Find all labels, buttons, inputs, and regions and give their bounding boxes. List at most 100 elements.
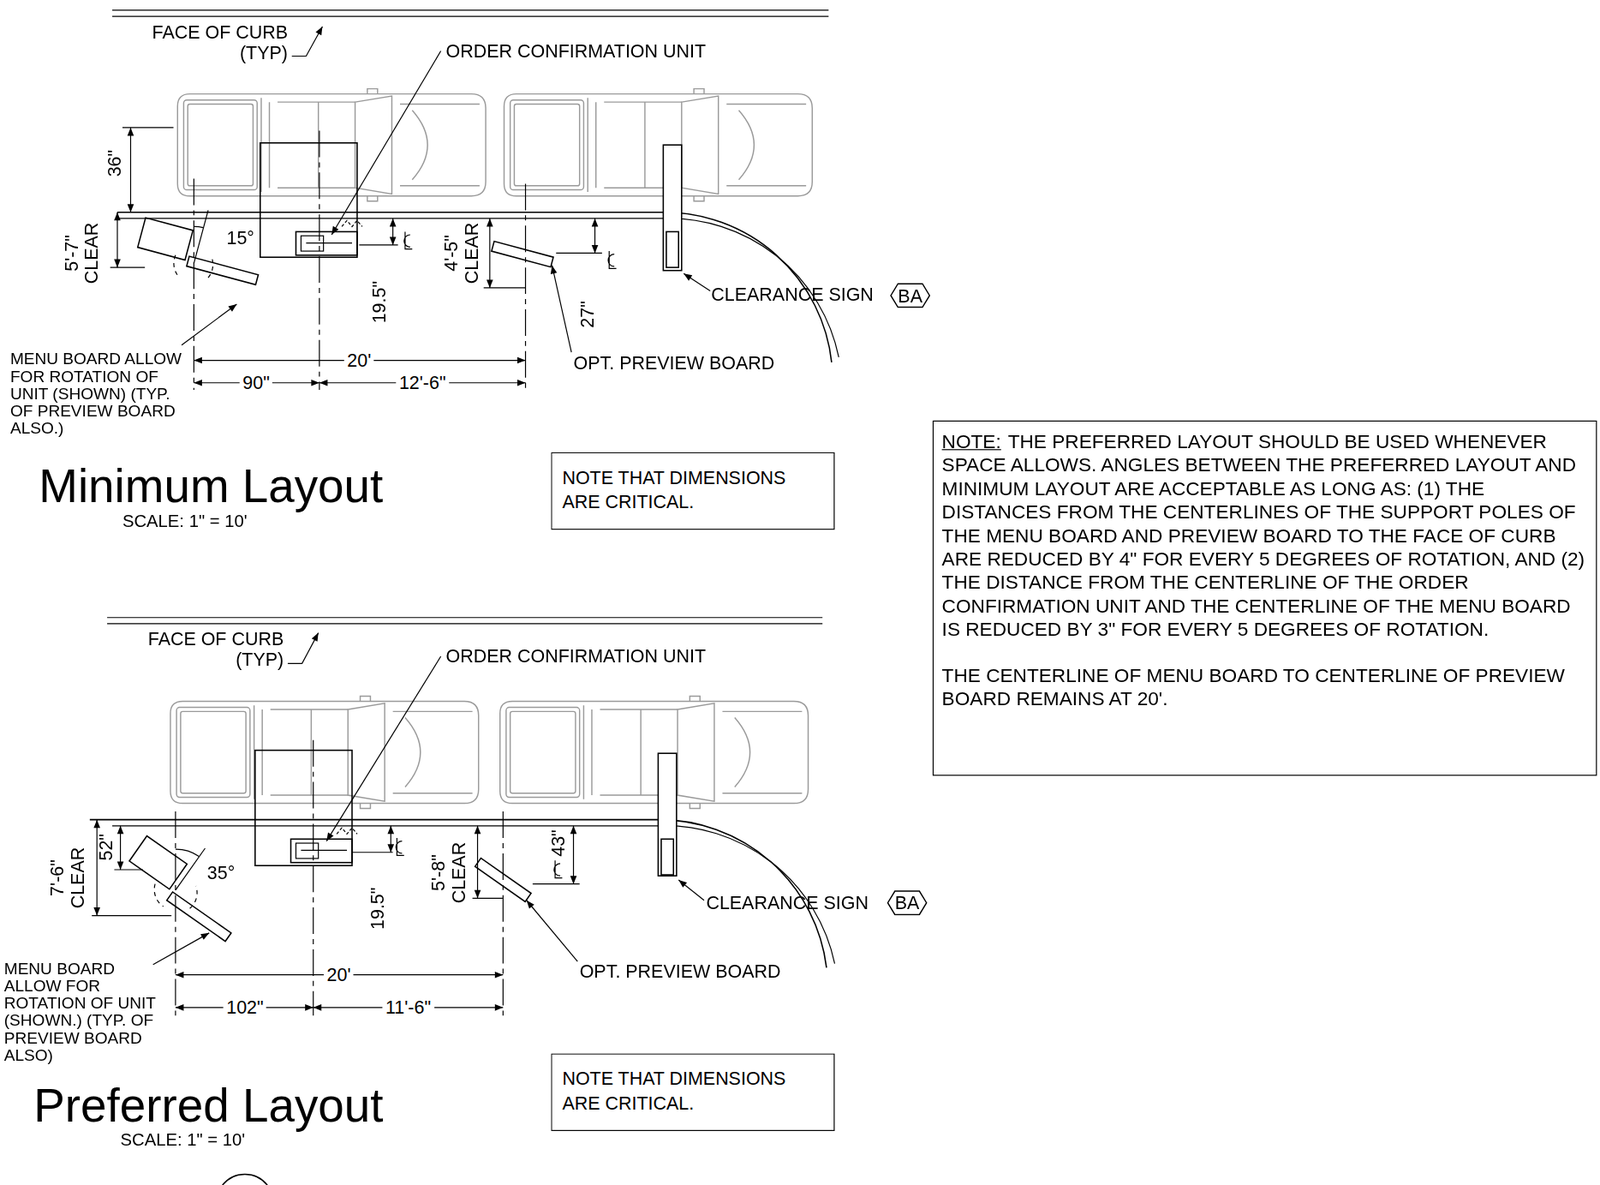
drawing-line [116, 212, 118, 268]
drawing-line [555, 252, 603, 254]
note-box: NOTE THAT DIMENSIONS ARE CRITICAL. [550, 1052, 835, 1131]
drawing-line [477, 825, 478, 899]
drawing-line [129, 835, 187, 890]
drawing-line [526, 900, 579, 962]
drawing-line [260, 143, 358, 257]
drawing-line [326, 656, 441, 842]
preferred-layout-plan [89, 617, 836, 1016]
minimum-layout-plan [110, 10, 840, 390]
drawing-line [352, 851, 394, 853]
drawing-line [504, 89, 813, 202]
drawing-line [318, 130, 320, 390]
part-callout: OPT. PREVIEW BOARD [579, 961, 782, 982]
part-callout: ORDER CONFIRMATION UNIT [446, 645, 706, 667]
hexagon-outline [890, 283, 930, 307]
drawing-line [300, 849, 347, 851]
drawing-line [331, 51, 441, 235]
layout-title: Preferred Layout [33, 1079, 383, 1131]
hexagon-outline [887, 890, 926, 914]
drawing-line [502, 811, 504, 1015]
drawing-line [305, 242, 353, 244]
dimension-label: 19.5" [369, 280, 390, 323]
angle-label: 15° [226, 227, 254, 249]
drawing-line [110, 267, 146, 269]
note-paragraph: NOTE THAT DIMENSIONS ARE CRITICAL. [561, 465, 824, 514]
node-text: THE CENTERLINE OF MENU BOARD TO CENTERLI… [942, 664, 1565, 710]
dimension-label: 52" [95, 833, 117, 860]
node-text: BA [895, 892, 920, 914]
drawing-line [552, 265, 573, 353]
part-callout: CLEARANCE SIGN [710, 284, 873, 305]
drawing-line [532, 883, 580, 884]
dimension-label: 102" [223, 997, 268, 1018]
note-paragraph: NOTE:THE PREFERRED LAYOUT SHOULD BE USED… [942, 429, 1589, 642]
dimension-label: 20' [344, 350, 375, 371]
drawing-line [295, 231, 357, 255]
drawing-line [683, 273, 711, 291]
node-text: NOTE THAT DIMENSIONS ARE CRITICAL. [561, 467, 786, 513]
scale-note: SCALE: 1" = 10' [122, 511, 248, 532]
dimension-label: 11'-6" [382, 997, 434, 1018]
drawing-line [193, 226, 203, 227]
drawing-line [666, 231, 679, 268]
drawing-line [336, 827, 358, 834]
drawing-line [113, 868, 143, 870]
drawing-line [657, 752, 676, 876]
note-box: NOTE THAT DIMENSIONS ARE CRITICAL. [550, 452, 835, 531]
drawing-line [177, 89, 486, 202]
note-paragraph: BA [895, 892, 920, 914]
drawing-line [167, 891, 232, 942]
drawing-line [112, 9, 829, 11]
drawing-line [174, 811, 176, 1015]
drawing-line [107, 616, 823, 618]
dimension-label: 90" [239, 372, 274, 394]
drawing-line [170, 695, 479, 808]
dimension-label: 27" [577, 300, 598, 328]
note-paragraph: THE CENTERLINE OF MENU BOARD TO CENTERLI… [942, 662, 1589, 711]
note-paragraph: NOTE THAT DIMENSIONS ARE CRITICAL. [561, 1066, 824, 1116]
drawing-line [661, 838, 674, 875]
dimension-label: 7'-6" CLEAR [47, 843, 89, 912]
drawing-line [291, 838, 353, 862]
drawing-line [358, 244, 398, 245]
drawing-line [525, 183, 526, 390]
drawing-line [608, 250, 617, 269]
angle-label: 35° [207, 862, 235, 884]
drawing-line [186, 256, 259, 285]
drawing-line [153, 932, 210, 965]
curb-callout: FACE OF CURB (TYP) [149, 22, 288, 64]
dimension-label: 5'-7" CLEAR [60, 219, 102, 287]
drawing-line [500, 695, 809, 808]
drawing-line [554, 859, 563, 878]
drawing-line [175, 848, 199, 856]
drawing-line [107, 622, 823, 624]
dimension-label: 43" [548, 829, 569, 856]
note-paragraph: BA [897, 285, 923, 306]
layout-title: Minimum Layout [38, 459, 383, 512]
drawing-line [662, 144, 681, 271]
part-callout: MENU BOARD ALLOW FOR ROTATION OF UNIT (S… [4, 959, 174, 1064]
drawing-line [173, 255, 214, 278]
drawing-line [130, 127, 132, 213]
dimension-label: 20' [323, 964, 354, 986]
drawing-line [112, 15, 829, 17]
drawing-line [292, 26, 323, 57]
drawing-line [193, 209, 209, 263]
drawing-line [341, 220, 363, 227]
scale-note: SCALE: 1" = 10' [120, 1129, 246, 1151]
callout-hexagon: BA [889, 282, 932, 309]
drawing-line [472, 897, 504, 899]
curb-callout: FACE OF CURB (TYP) [145, 628, 284, 670]
drawing-line [119, 825, 121, 870]
drawing-line [122, 126, 174, 128]
drawing-line [255, 750, 353, 866]
drawing-line [193, 178, 195, 390]
drawing-line [678, 879, 705, 901]
node-text: NOTE THAT DIMENSIONS ARE CRITICAL. [561, 1068, 786, 1113]
drawing-line [181, 304, 237, 346]
drawing-line [489, 218, 490, 288]
drawing-line [91, 914, 172, 916]
dimension-label: 4'-5" CLEAR [441, 219, 483, 287]
part-callout: MENU BOARD ALLOW FOR ROTATION OF UNIT (S… [10, 350, 186, 437]
